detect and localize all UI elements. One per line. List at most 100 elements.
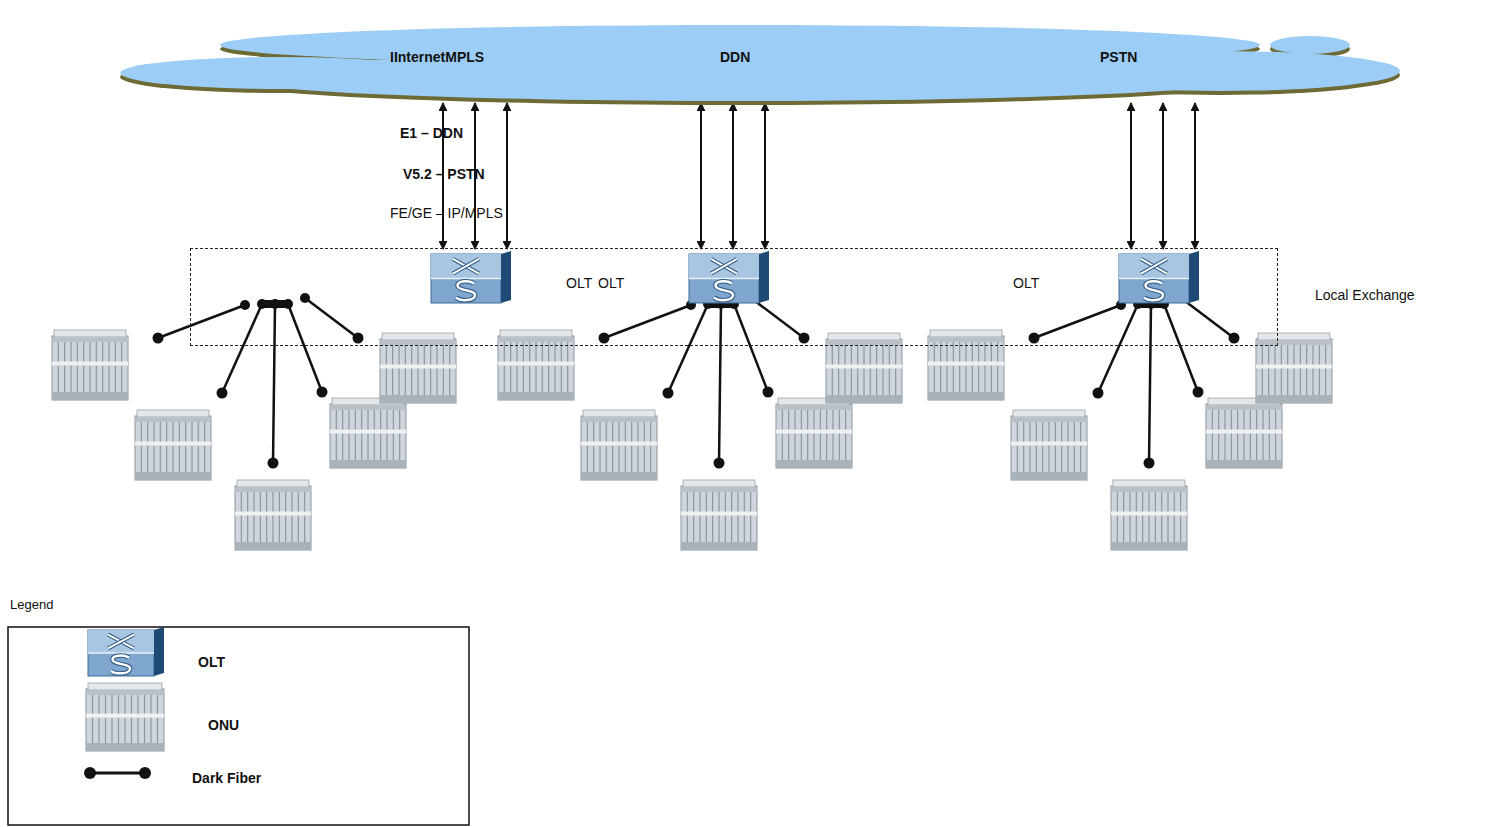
onu-head [1011, 417, 1087, 422]
local-exchange-boundary: Local ExchangeOLTOLTOLT [190, 248, 1278, 346]
dark-fiber [158, 305, 245, 338]
onu-slot [807, 410, 808, 460]
network-name: IInternetMPLS [390, 49, 484, 66]
onu-base [928, 392, 1004, 400]
olt-face-top [88, 630, 154, 653]
legend-title: Legend [10, 597, 53, 613]
onu-slot [863, 345, 864, 395]
onu-slot [172, 422, 173, 472]
onu-body [1256, 339, 1332, 403]
interface-label: FE/GE – IP/MPLS [390, 205, 503, 222]
onu-top [1258, 333, 1330, 340]
olt-x [453, 259, 479, 274]
olt-x [453, 259, 479, 274]
onu-slot [291, 492, 292, 542]
onu-body [1206, 404, 1282, 468]
onu-slot [788, 410, 789, 460]
interface-label: V5.2 – PSTN [403, 166, 485, 183]
onu-head [681, 487, 757, 492]
onu-slot [706, 492, 707, 542]
onu-base [1111, 542, 1187, 550]
onu-slot [737, 492, 738, 542]
olt-side [1189, 251, 1199, 303]
onu-slot [430, 345, 431, 395]
onu-slot [870, 345, 871, 395]
onu-slot [725, 492, 726, 542]
onu-slot [991, 342, 992, 392]
onu-slot [529, 342, 530, 392]
access-network [52, 293, 1332, 779]
onu-slot [160, 422, 161, 472]
onu-base [581, 472, 657, 480]
olt-x [711, 259, 737, 274]
uplink-arrow [732, 103, 734, 249]
onu-slot [1123, 492, 1124, 542]
onu-head [330, 405, 406, 410]
onu-slot [984, 342, 985, 392]
onu-band [330, 430, 406, 434]
olt-x [453, 259, 479, 274]
fiber-dot [1029, 333, 1040, 344]
onu-base [380, 395, 456, 403]
onu-slot [1036, 422, 1037, 472]
onu-slot [1042, 422, 1043, 472]
onu-slot [298, 492, 299, 542]
onu-slot [1136, 492, 1137, 542]
onu-slot [361, 410, 362, 460]
cloud-lobe [220, 25, 1260, 65]
onu-slot [115, 342, 116, 392]
onu-slot [535, 342, 536, 392]
onu-slot [1256, 410, 1257, 460]
onu-band [380, 365, 456, 369]
olt-x [108, 635, 134, 649]
onu-slot [650, 422, 651, 472]
onu-body [135, 416, 211, 480]
onu-slot [889, 345, 890, 395]
onu-slot [587, 422, 588, 472]
fiber-hub [258, 300, 292, 308]
fiber-dot [300, 293, 310, 303]
uplink-arrow [506, 103, 508, 249]
onu-slot [510, 342, 511, 392]
onu-base [1011, 472, 1087, 480]
onu-body [1111, 486, 1187, 550]
olt-s [456, 281, 475, 300]
onu-slot [1148, 492, 1149, 542]
onu-slot [857, 345, 858, 395]
onu-slot [693, 492, 694, 542]
onu-slot [399, 410, 400, 460]
onu-slot [1167, 492, 1168, 542]
legend-text: Dark Fiber [192, 770, 261, 787]
olt-x [108, 635, 134, 649]
onu-slot [247, 492, 248, 542]
olt-s [111, 656, 130, 674]
olt-x [453, 259, 479, 274]
olt-x [711, 259, 737, 274]
onu-slot [380, 410, 381, 460]
onu-slot [801, 410, 802, 460]
onu-top [382, 333, 454, 340]
onu-slot [374, 410, 375, 460]
onu-slot [794, 410, 795, 460]
onu-slot [953, 342, 954, 392]
onu-slot [179, 422, 180, 472]
onu-slot [1017, 422, 1018, 472]
onu-slot [272, 492, 273, 542]
onu-slot [959, 342, 960, 392]
onu-slot [978, 342, 979, 392]
onu-slot [1074, 422, 1075, 472]
onu-slot [718, 492, 719, 542]
olt-label: OLT [566, 275, 592, 292]
onu-slot [1293, 345, 1294, 395]
fiber-dot [1144, 458, 1155, 469]
onu-band [826, 365, 902, 369]
onu-slot [398, 345, 399, 395]
onu-slot [554, 342, 555, 392]
onu-slot [1268, 345, 1269, 395]
olt-face [88, 630, 154, 676]
dark-fiber [734, 304, 768, 392]
olt-face-top [1119, 254, 1189, 279]
olt-s [714, 281, 733, 300]
onu-base [776, 460, 852, 468]
legend-text: ONU [208, 717, 239, 734]
